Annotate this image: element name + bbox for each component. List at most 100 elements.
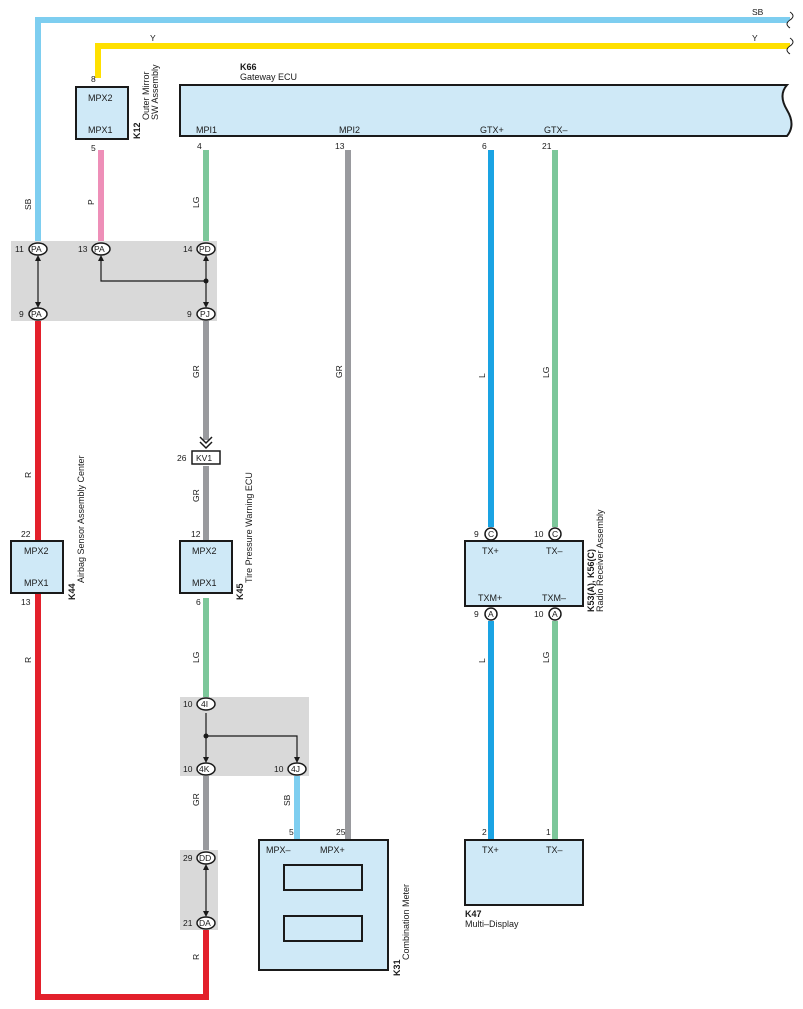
outer-mirror-box [75,86,129,140]
conn-4i-label: 4I [201,699,208,709]
radio-conn-a-right [548,607,562,621]
conn-4k-label: 4K [199,764,210,774]
jb-mid-link-4j [206,735,300,763]
radio-conn-c-right-label: C [552,529,558,539]
conn-pj9-label: PJ [200,309,210,319]
combination-meter-id: K31 [392,959,402,976]
combination-meter-pin-mpxp: 25 [336,827,346,837]
gateway-ecu-name: Gateway ECU [240,72,297,82]
outer-mirror-pin-bottom: 5 [91,143,96,153]
wire-label-sb-left: SB [23,198,33,210]
tpw-ecu-id: K45 [235,583,245,600]
outer-mirror-mpx2: MPX2 [88,93,113,103]
wire-label-gr-pj: GR [191,365,201,378]
wire-y-top [95,43,790,78]
radio-pin-txmm: 10 [534,609,544,619]
combination-meter-pin-mpxm: 5 [289,827,294,837]
airbag-sensor-name: Airbag Sensor Assembly Center [76,455,86,583]
wire-label-l-txm: L [477,658,487,663]
outer-mirror-name1: Outer Mirror [141,71,151,120]
radio-conn-c-left [484,527,498,541]
wire-label-l-gtx: L [477,373,487,378]
wire-label-y-left: Y [150,33,156,43]
outer-mirror-id: K12 [132,122,142,139]
gateway-ecu-mpi1: MPI1 [196,125,217,135]
tpw-ecu-pin-bottom: 6 [196,597,201,607]
conn-4j-label: 4J [291,764,300,774]
airbag-sensor-box [10,540,64,594]
kv1-connector [191,450,221,465]
multi-display-txp: TX+ [482,845,499,855]
conn-pa9-pin: 9 [19,309,24,319]
combination-meter-mpxm: MPX– [266,845,291,855]
radio-pin-txp: 9 [474,529,479,539]
airbag-sensor-mpx1: MPX1 [24,578,49,588]
wire-label-sb-right: SB [752,7,764,17]
wire-label-lg-mpi1: LG [191,197,201,208]
radio-conn-a-left-label: A [488,609,494,619]
airbag-sensor-pin-top: 22 [21,529,31,539]
wire-label-sb-4j: SB [282,794,292,806]
conn-pa11-label: PA [31,244,42,254]
airbag-sensor-id: K44 [67,583,77,600]
gateway-ecu-pin-gtxp: 6 [482,141,487,151]
conn-pa13-pin: 13 [78,244,88,254]
wire-label-lg-txm: LG [541,652,551,663]
multi-display-box [464,839,584,906]
wire-sb-top [35,17,790,241]
radio-receiver-box [464,540,584,607]
conn-4j-pin: 10 [274,764,284,774]
outer-mirror-name2: SW Assembly [150,64,160,120]
wire-label-r-left: R [23,472,33,478]
conn-4i-body [196,697,216,711]
multi-display-pin-txp: 2 [482,827,487,837]
jb-mid-splice [203,733,209,739]
conn-da-body [196,916,216,930]
multi-display-name: Multi–Display [465,919,519,929]
radio-receiver-txm: TX– [546,546,563,556]
conn-dd-label: DD [199,853,211,863]
conn-pa9-label: PA [31,309,42,319]
combination-meter-mpxp: MPX+ [320,845,345,855]
conn-pa9-body [28,307,48,321]
outer-mirror-mpx1: MPX1 [88,125,113,135]
combination-meter-box [258,839,389,971]
gateway-ecu-gtxp: GTX+ [480,125,504,135]
gateway-ecu-pin-gtxm: 21 [542,141,552,151]
radio-conn-a-right-label: A [552,609,558,619]
kv1-pin: 26 [177,453,187,463]
wire-r-return [35,540,209,1000]
tpw-ecu-name: Tire Pressure Warning ECU [244,472,254,583]
conn-dd-pin: 29 [183,853,193,863]
multi-display-txm: TX– [546,845,563,855]
radio-pin-txm: 10 [534,529,544,539]
combination-meter-inner-top [283,864,363,891]
jb-top-link-pa13 [98,255,206,282]
wire-label-p: P [86,199,96,205]
break-symbol-y [786,37,794,55]
multi-display-pin-txm: 1 [546,827,551,837]
radio-conn-a-left [484,607,498,621]
conn-pa11-pin: 11 [15,244,24,254]
conn-4i-pin: 10 [183,699,193,709]
wire-label-r-da: R [191,954,201,960]
radio-receiver-name: Radio Receiver Assembly [595,509,605,612]
gateway-ecu-id: K66 [240,62,257,72]
conn-da-label: DA [199,918,211,928]
wire-label-y-right: Y [752,33,758,43]
conn-da-pin: 21 [183,918,193,928]
tpw-ecu-mpx1: MPX1 [192,578,217,588]
gateway-ecu-gtxm: GTX– [544,125,568,135]
outer-mirror-pin-top: 8 [91,74,96,84]
wire-label-gr-mpi2: GR [334,365,344,378]
tpw-ecu-pin-top: 12 [191,529,201,539]
radio-receiver-txmm: TXM– [542,593,566,603]
tpw-ecu-box [179,540,233,594]
conn-pd14-label: PD [199,244,211,254]
conn-4k-body [196,762,216,776]
kv1-label: KV1 [196,453,212,463]
tpw-ecu-mpx2: MPX2 [192,546,217,556]
wire-label-lg-gtx: LG [541,367,551,378]
